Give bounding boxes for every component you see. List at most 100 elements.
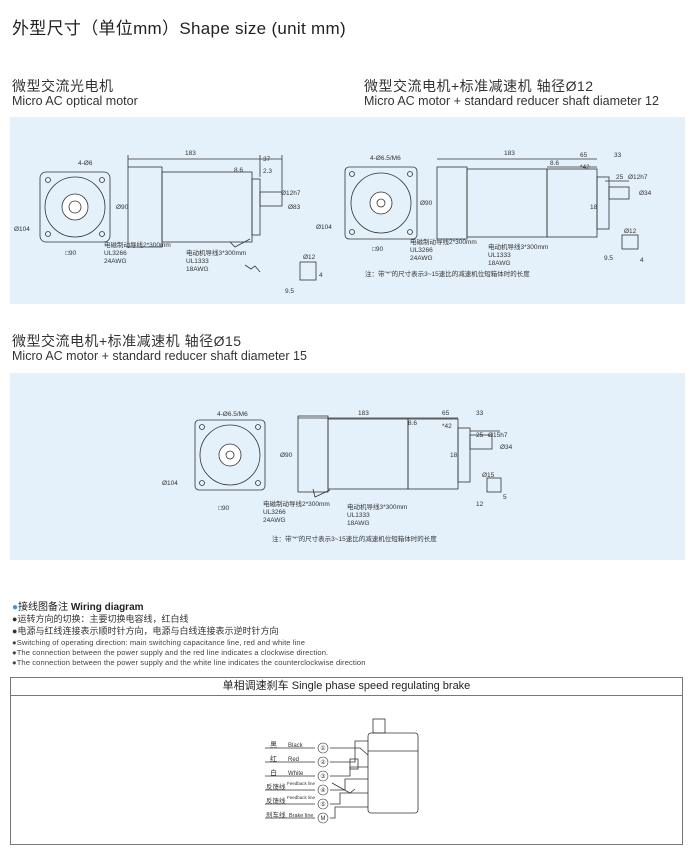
drawing-panel-bottom: 4-Ø6.5/M6 Ø104 □90 183 8.6 65 *42 33 25 … xyxy=(10,373,685,560)
d1-dim-2-3: 2.3 xyxy=(263,168,272,175)
d2-motor-wire: 电动机导线3*300mm xyxy=(488,242,548,251)
d2-dim-8-6: 8.6 xyxy=(550,160,559,167)
d3-key-w: 5 xyxy=(503,494,507,501)
terminal-5: ⑤ xyxy=(320,801,325,808)
drawing-bottom-svg: 4-Ø6.5/M6 Ø104 □90 183 8.6 65 *42 33 25 … xyxy=(162,410,513,543)
wiring-line-cn-1: ●运转方向的切换：主要切换电容线，红白线 xyxy=(12,614,189,624)
wire-1-cn: 黑 xyxy=(270,741,277,749)
d1-brake-ul: UL3266 xyxy=(104,250,127,257)
drawing-panel-top: 4-Ø6 Ø104 □90 183 8.6 37 2.3 Ø12h7 Ø90 Ø… xyxy=(10,117,685,304)
d1-length: 183 xyxy=(185,150,196,157)
d3-dim-25: 25 xyxy=(476,432,484,439)
section-optical-cn: 微型交流光电机 xyxy=(12,78,114,94)
bullet-icon: ● xyxy=(12,602,19,613)
section-reducer15-en: Micro AC motor + standard reducer shaft … xyxy=(12,349,307,363)
d3-dim-18: 18 xyxy=(450,452,458,459)
d2-shaft: Ø12h7 xyxy=(628,174,648,181)
d1-motor-wire: 电动机导线3*300mm xyxy=(186,248,246,257)
wire-6-cn: 刹车线 xyxy=(266,810,286,819)
d2-body: Ø90 xyxy=(420,200,433,207)
d2-brake-awg: 24AWG xyxy=(410,255,433,262)
d1-dim-8-6: 8.6 xyxy=(234,167,243,174)
section-reducer12-en: Micro AC motor + standard reducer shaft … xyxy=(364,94,659,108)
d3-dim-65: 65 xyxy=(442,410,450,417)
d2-note: 注：带"*"的尺寸表示3~15速比的减速机位短箱体时的长度 xyxy=(365,269,530,278)
d2-motor-awg: 18AWG xyxy=(488,260,511,267)
wiring-line-cn-2: ●电源与红线连接表示顺时针方向，电源与白线连接表示逆时针方向 xyxy=(12,626,279,636)
d1-motor-awg: 18AWG xyxy=(186,266,209,273)
d3-gear: Ø34 xyxy=(500,444,513,451)
terminal-3: ③ xyxy=(320,773,325,780)
wire-4-cn: 反馈线 xyxy=(266,782,286,791)
d2-holes: 4-Ø6.5/M6 xyxy=(370,155,401,162)
bullet-icon: ● xyxy=(12,648,17,657)
d3-dim-8-6: 8.6 xyxy=(408,420,417,427)
d1-body: Ø90 xyxy=(116,204,129,211)
d1-flange: Ø83 xyxy=(288,204,301,211)
bullet-icon: ● xyxy=(12,638,17,647)
d2-motor-ul: UL1333 xyxy=(488,252,511,259)
page-title: 外型尺寸（单位mm）Shape size (unit mm) xyxy=(12,19,346,38)
motor-shaft xyxy=(372,718,386,734)
d1-holes: 4-Ø6 xyxy=(78,160,93,167)
d3-key-h: 12 xyxy=(476,501,484,508)
d2-gear: Ø34 xyxy=(639,190,652,197)
wiring-line-en-3: ●The connection between the power supply… xyxy=(12,658,366,667)
d2-dim-18: 18 xyxy=(590,204,598,211)
d1-key-h: 9.5 xyxy=(285,288,294,295)
wire-3-cn: 白 xyxy=(270,768,277,777)
d1-brake-wire: 电磁制动导线2*300mm xyxy=(104,240,171,249)
d3-key-d: Ø15 xyxy=(482,472,495,479)
d1-square: □90 xyxy=(65,250,77,257)
d3-diameter: Ø104 xyxy=(162,480,178,487)
d3-shaft: Ø15h7 xyxy=(488,432,508,439)
wire-5-en: Feedback line xyxy=(287,795,316,800)
wire-3-en: White xyxy=(288,771,304,777)
d3-motor-awg: 18AWG xyxy=(347,520,370,527)
wire-4-en: Feedback line xyxy=(287,781,316,786)
d3-length: 183 xyxy=(358,410,369,417)
bullet-icon: ● xyxy=(12,658,17,667)
d2-key-d: Ø12 xyxy=(624,228,637,235)
d2-key-w: 4 xyxy=(640,257,644,264)
d2-key-h: 9.5 xyxy=(604,255,613,262)
terminal-4: ④ xyxy=(320,787,325,794)
d2-diameter: Ø104 xyxy=(316,224,332,231)
d2-dim-65: 65 xyxy=(580,152,588,159)
d3-square: □90 xyxy=(218,505,230,512)
terminal-2: ② xyxy=(320,759,326,766)
section-optical-en: Micro AC optical motor xyxy=(12,94,138,108)
d2-brake-wire: 电磁制动导线2*300mm xyxy=(410,237,477,246)
d3-dim-42: *42 xyxy=(442,423,452,430)
d3-brake-wire: 电磁制动导线2*300mm xyxy=(263,499,330,508)
d2-square: □90 xyxy=(372,246,384,253)
motor-body xyxy=(367,732,419,814)
d2-dim-33: 33 xyxy=(614,152,622,159)
wiring-heading-cn: 接线图备注 xyxy=(18,602,69,613)
section-reducer15-cn: 微型交流电机+标准减速机 轴径Ø15 xyxy=(12,333,242,349)
terminal-1: ① xyxy=(320,745,325,752)
wire-6-en: Brake line xyxy=(289,813,313,819)
wiring-line-en-2: ●The connection between the power supply… xyxy=(12,648,329,657)
drawing-top-svg: 4-Ø6 Ø104 □90 183 8.6 37 2.3 Ø12h7 Ø90 Ø… xyxy=(14,150,652,295)
d1-shaft: Ø12h7 xyxy=(281,190,301,197)
d1-diameter: Ø104 xyxy=(14,226,30,233)
wiring-diagram-title: 单相调速刹车 Single phase speed regulating bra… xyxy=(10,677,683,696)
d3-note: 注：带"*"的尺寸表示3~15速比的减速机位短箱体时的长度 xyxy=(272,534,437,543)
d3-holes: 4-Ø6.5/M6 xyxy=(217,411,248,418)
d1-key-d: Ø12 xyxy=(303,254,316,261)
d1-brake-awg: 24AWG xyxy=(104,258,127,265)
terminal-m: M xyxy=(321,816,326,822)
d1-key-w: 4 xyxy=(319,272,323,279)
bullet-icon: ● xyxy=(12,626,18,636)
d2-dim-42: *42 xyxy=(580,164,590,171)
wiring-heading-en: Wiring diagram xyxy=(70,602,144,613)
bullet-icon: ● xyxy=(12,614,18,624)
d2-length: 183 xyxy=(504,150,515,157)
d3-brake-ul: UL3266 xyxy=(263,509,286,516)
wire-2-en: Red xyxy=(288,757,299,763)
wiring-diagram-box xyxy=(10,677,683,845)
d1-motor-ul: UL1333 xyxy=(186,258,209,265)
wiring-line-en-1: ●Switching of operating direction: main … xyxy=(12,638,306,647)
d3-body: Ø90 xyxy=(280,452,293,459)
